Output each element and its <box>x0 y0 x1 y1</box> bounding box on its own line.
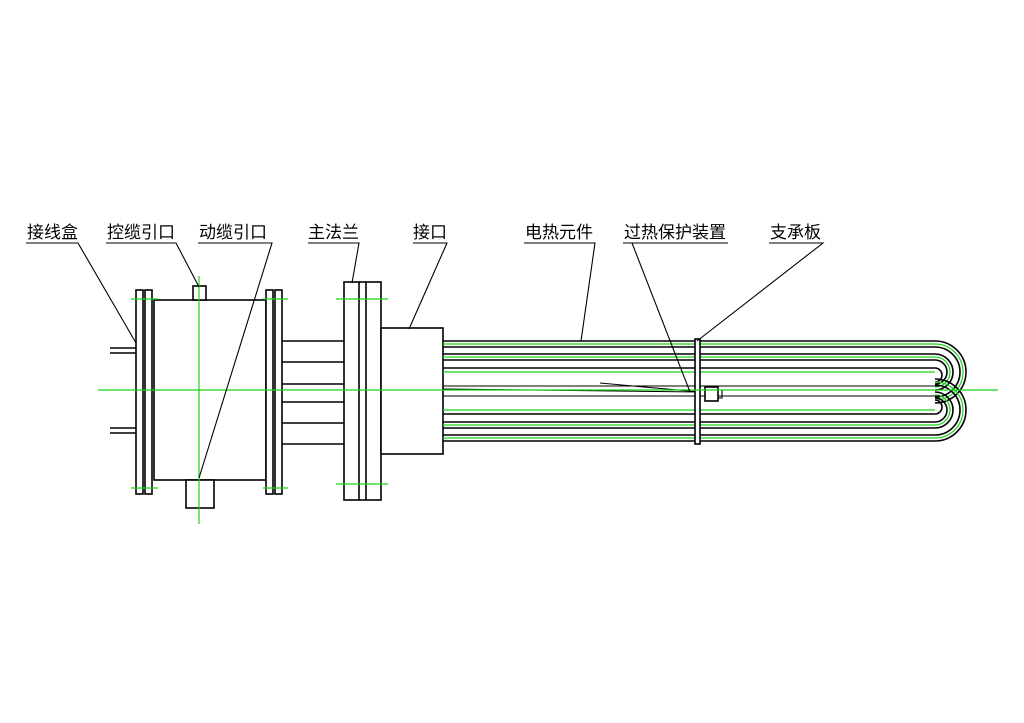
label-control-cable-inlet: 控缆引口 <box>107 223 175 243</box>
junction-box <box>110 289 283 495</box>
heating-element-tubes <box>443 340 967 442</box>
label-support-plate: 支承板 <box>770 223 821 243</box>
label-main-flange: 主法兰 <box>308 223 359 243</box>
label-heating-element: 电热元件 <box>525 223 593 243</box>
label-power-cable-inlet: 动缆引口 <box>199 223 267 243</box>
leader-lines <box>26 242 825 479</box>
label-interface: 接口 <box>413 223 447 243</box>
main-flange <box>343 281 382 501</box>
connector-body <box>380 327 444 455</box>
label-overheat-protection: 过热保护装置 <box>624 223 726 243</box>
label-junction-box: 接线盒 <box>27 223 78 243</box>
neck-tubes <box>282 340 344 445</box>
power-cable-gland <box>185 479 215 509</box>
labels: 接线盒 控缆引口 动缆引口 主法兰 接口 电热元件 过热保护装置 支承板 <box>27 223 821 243</box>
support-plate <box>694 338 701 445</box>
centerlines <box>98 276 998 524</box>
